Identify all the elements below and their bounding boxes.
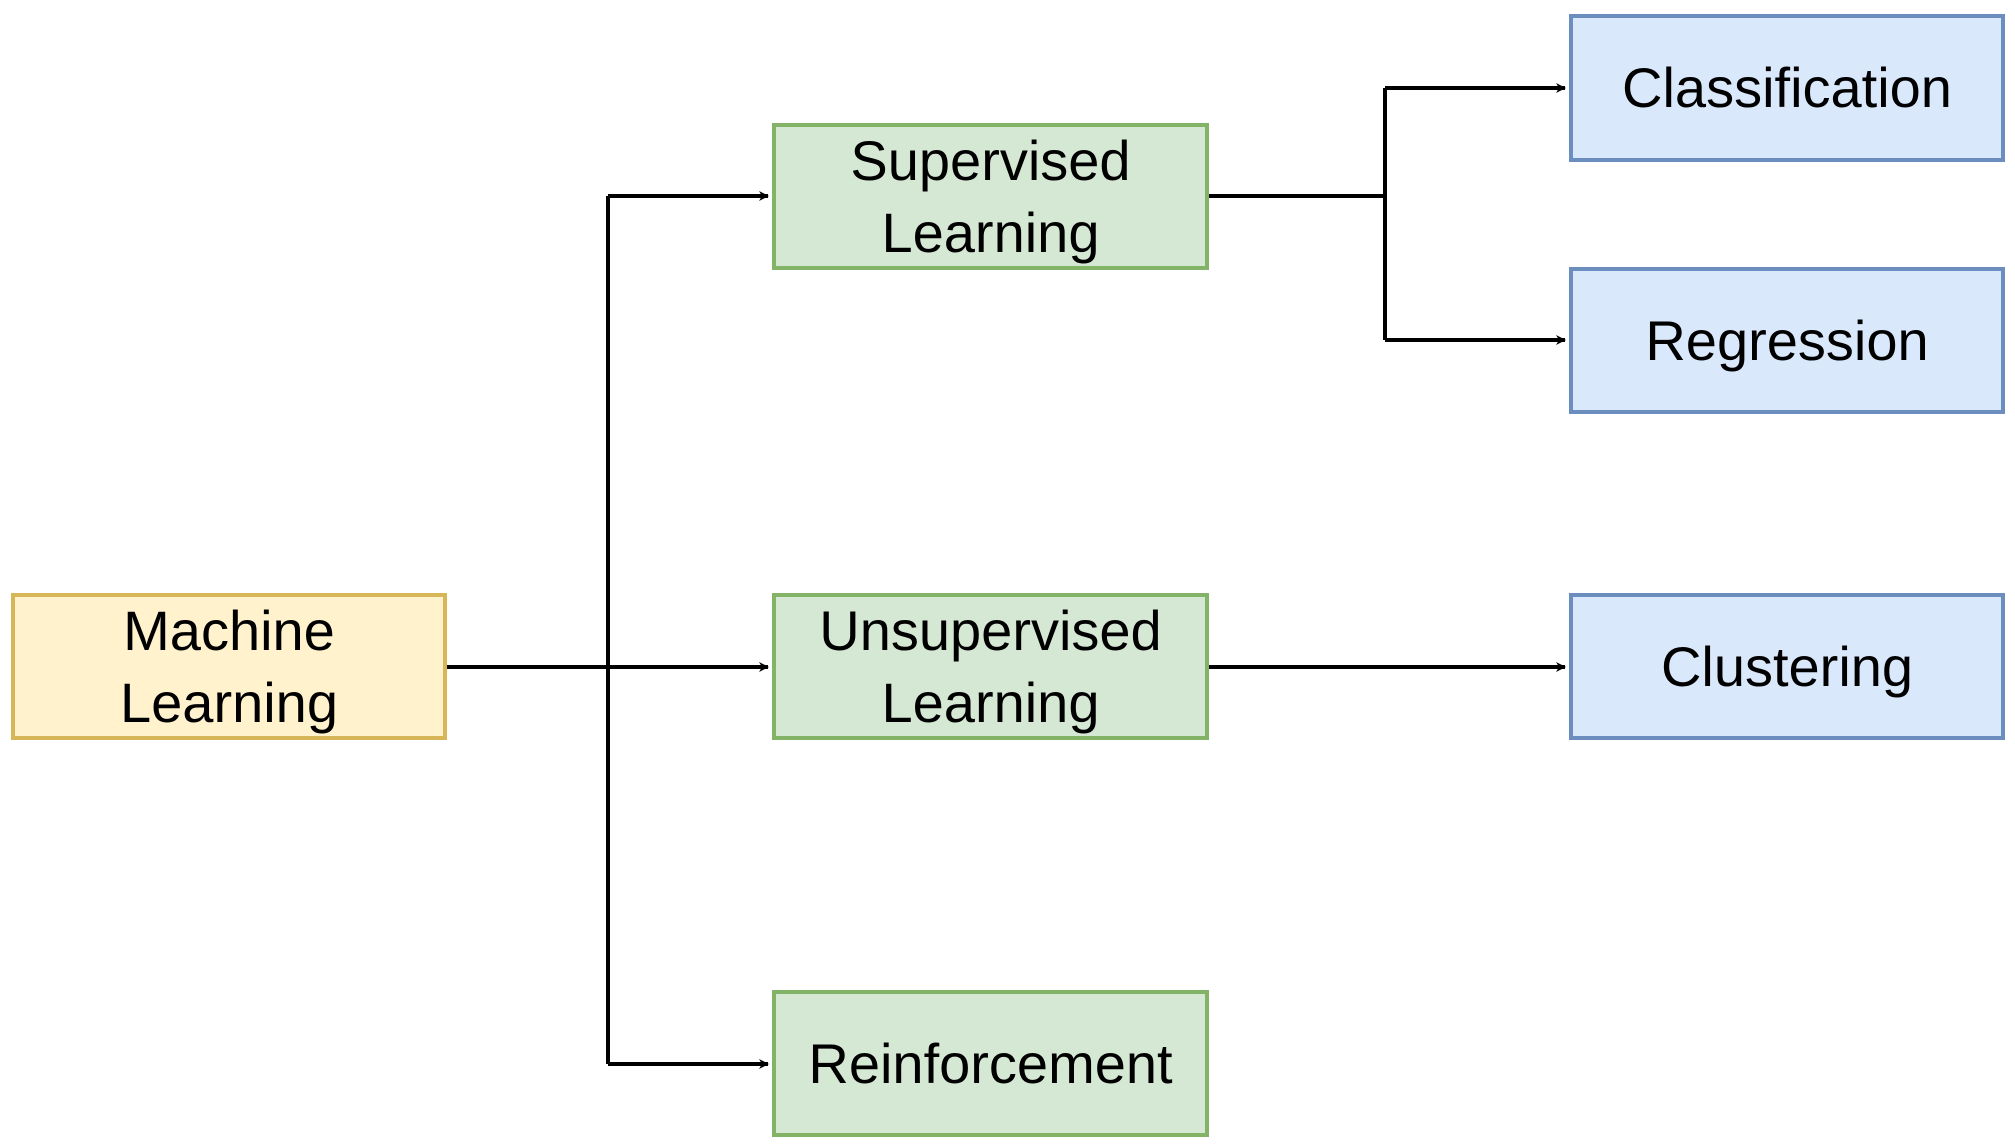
node-clustering-label: Clustering <box>1660 634 1914 698</box>
node-machine-learning: Machine Learning <box>11 593 447 740</box>
node-clustering: Clustering <box>1569 593 2005 740</box>
node-classification-label: Classification <box>1622 56 1952 119</box>
node-unsupervised-line1: Unsupervised <box>819 598 1162 662</box>
node-supervised-learning: Supervised Learning <box>772 123 1209 270</box>
node-regression: Regression <box>1569 267 2005 414</box>
node-reinforcement-label: Reinforcement <box>808 1031 1173 1095</box>
node-unsupervised-learning: Unsupervised Learning <box>772 593 1209 740</box>
node-machine-learning-line1: Machine <box>123 598 335 662</box>
node-supervised-line2: Learning <box>881 200 1100 264</box>
node-regression-label: Regression <box>1645 308 1929 372</box>
node-unsupervised-line2: Learning <box>881 670 1100 734</box>
node-machine-learning-line2: Learning <box>120 670 338 734</box>
node-classification: Classification <box>1569 14 2005 162</box>
node-reinforcement: Reinforcement <box>772 990 1209 1137</box>
node-supervised-line1: Supervised <box>850 128 1131 192</box>
